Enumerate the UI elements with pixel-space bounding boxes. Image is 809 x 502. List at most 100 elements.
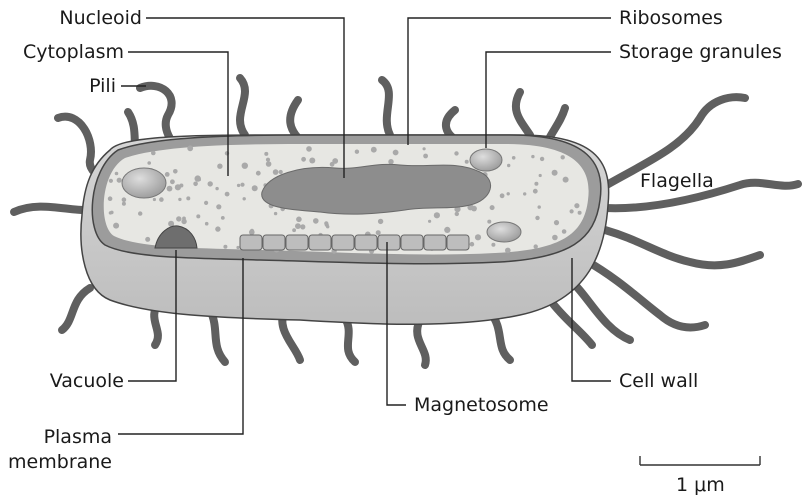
ribosome xyxy=(552,235,558,241)
ribosome xyxy=(563,177,569,183)
label-nucleoid: Nucleoid xyxy=(59,7,142,29)
pilus xyxy=(62,288,90,330)
pilus xyxy=(550,300,592,345)
ribosome xyxy=(208,181,213,186)
label-ribosomes: Ribosomes xyxy=(619,7,723,29)
ribosome xyxy=(195,175,201,181)
magnetosome-particle xyxy=(378,235,400,250)
ribosome xyxy=(159,197,164,202)
ribosome xyxy=(393,150,399,156)
ribosome xyxy=(309,158,315,164)
pilus xyxy=(382,80,390,135)
ribosome xyxy=(523,192,526,195)
label-cytoplasm: Cytoplasm xyxy=(23,41,124,63)
ribosome xyxy=(170,179,175,184)
pilus xyxy=(14,207,92,212)
ribosome xyxy=(145,237,150,242)
ribosome xyxy=(115,172,119,176)
ribosome xyxy=(147,161,151,165)
label-cell-wall: Cell wall xyxy=(619,370,698,392)
ribosome xyxy=(301,157,306,162)
label-plasma-membrane-1: Plasma xyxy=(44,426,112,448)
ribosome xyxy=(249,229,255,235)
ribosome xyxy=(179,184,183,188)
ribosome xyxy=(225,192,230,197)
ribosome xyxy=(295,223,301,229)
ribosome xyxy=(306,146,312,152)
scale-bar xyxy=(640,456,760,465)
ribosome xyxy=(221,216,225,220)
ribosome xyxy=(205,222,209,226)
ribosome xyxy=(279,170,283,174)
magnetosome-particle xyxy=(286,235,308,250)
ribosome xyxy=(535,216,539,220)
ribosome xyxy=(109,179,113,183)
ribosome xyxy=(378,219,383,224)
ribosome xyxy=(122,202,126,206)
ribosome xyxy=(292,228,296,232)
ribosome xyxy=(444,227,450,233)
ribosome xyxy=(533,189,538,194)
ribosome xyxy=(552,170,558,176)
nucleoid-shape xyxy=(262,164,491,214)
ribosome xyxy=(187,145,193,151)
ribosome xyxy=(507,192,510,195)
ribosome xyxy=(376,230,381,235)
ribosome xyxy=(471,206,477,212)
ribosome xyxy=(330,162,335,167)
ribosome xyxy=(117,178,122,183)
ribosome xyxy=(554,220,559,225)
ribosome xyxy=(215,187,218,190)
ribosome xyxy=(465,160,469,164)
ribosome xyxy=(237,184,240,187)
ribosome xyxy=(274,212,277,215)
ribosome xyxy=(470,242,475,247)
ribosome xyxy=(512,156,516,160)
ribosome xyxy=(240,183,244,187)
ribosome xyxy=(264,152,268,156)
ribosome xyxy=(507,164,510,167)
ribosome xyxy=(423,147,426,150)
ribosome xyxy=(428,220,431,223)
storage-granule xyxy=(122,168,166,198)
magnetosome-particle xyxy=(240,235,262,250)
ribosome xyxy=(487,220,491,224)
ribosome xyxy=(455,212,459,216)
ribosome xyxy=(236,246,239,249)
ribosome xyxy=(182,217,186,221)
ribosome xyxy=(490,205,495,210)
ribosome xyxy=(326,225,329,228)
storage-granule xyxy=(487,222,521,242)
ribosome xyxy=(108,196,113,201)
ribosome xyxy=(561,155,565,159)
ribosome xyxy=(178,198,181,201)
label-vacuole: Vacuole xyxy=(50,370,124,392)
ribosome xyxy=(313,218,319,224)
ribosome xyxy=(540,157,544,161)
ribosome xyxy=(355,150,359,154)
ribosome xyxy=(491,243,495,247)
ribosome xyxy=(538,205,541,208)
ribosome xyxy=(122,197,127,202)
pilus xyxy=(290,100,300,140)
ribosome xyxy=(138,211,142,215)
ribosome xyxy=(110,211,114,215)
pilus xyxy=(417,320,426,365)
ribosome xyxy=(204,201,208,205)
label-pili: Pili xyxy=(89,75,116,97)
ribosome xyxy=(193,182,198,187)
ribosome xyxy=(574,203,579,208)
ribosome xyxy=(243,197,246,200)
pilus xyxy=(516,92,530,135)
ribosome xyxy=(151,151,156,156)
ribosome xyxy=(165,172,170,177)
ribosome xyxy=(423,154,428,159)
magnetosome-particle xyxy=(263,235,285,250)
ribosome xyxy=(562,229,567,234)
ribosome xyxy=(217,164,222,169)
pilus xyxy=(240,78,245,135)
ribosome xyxy=(371,147,377,153)
magnetosome-particle xyxy=(309,235,331,250)
pilus xyxy=(345,318,355,362)
